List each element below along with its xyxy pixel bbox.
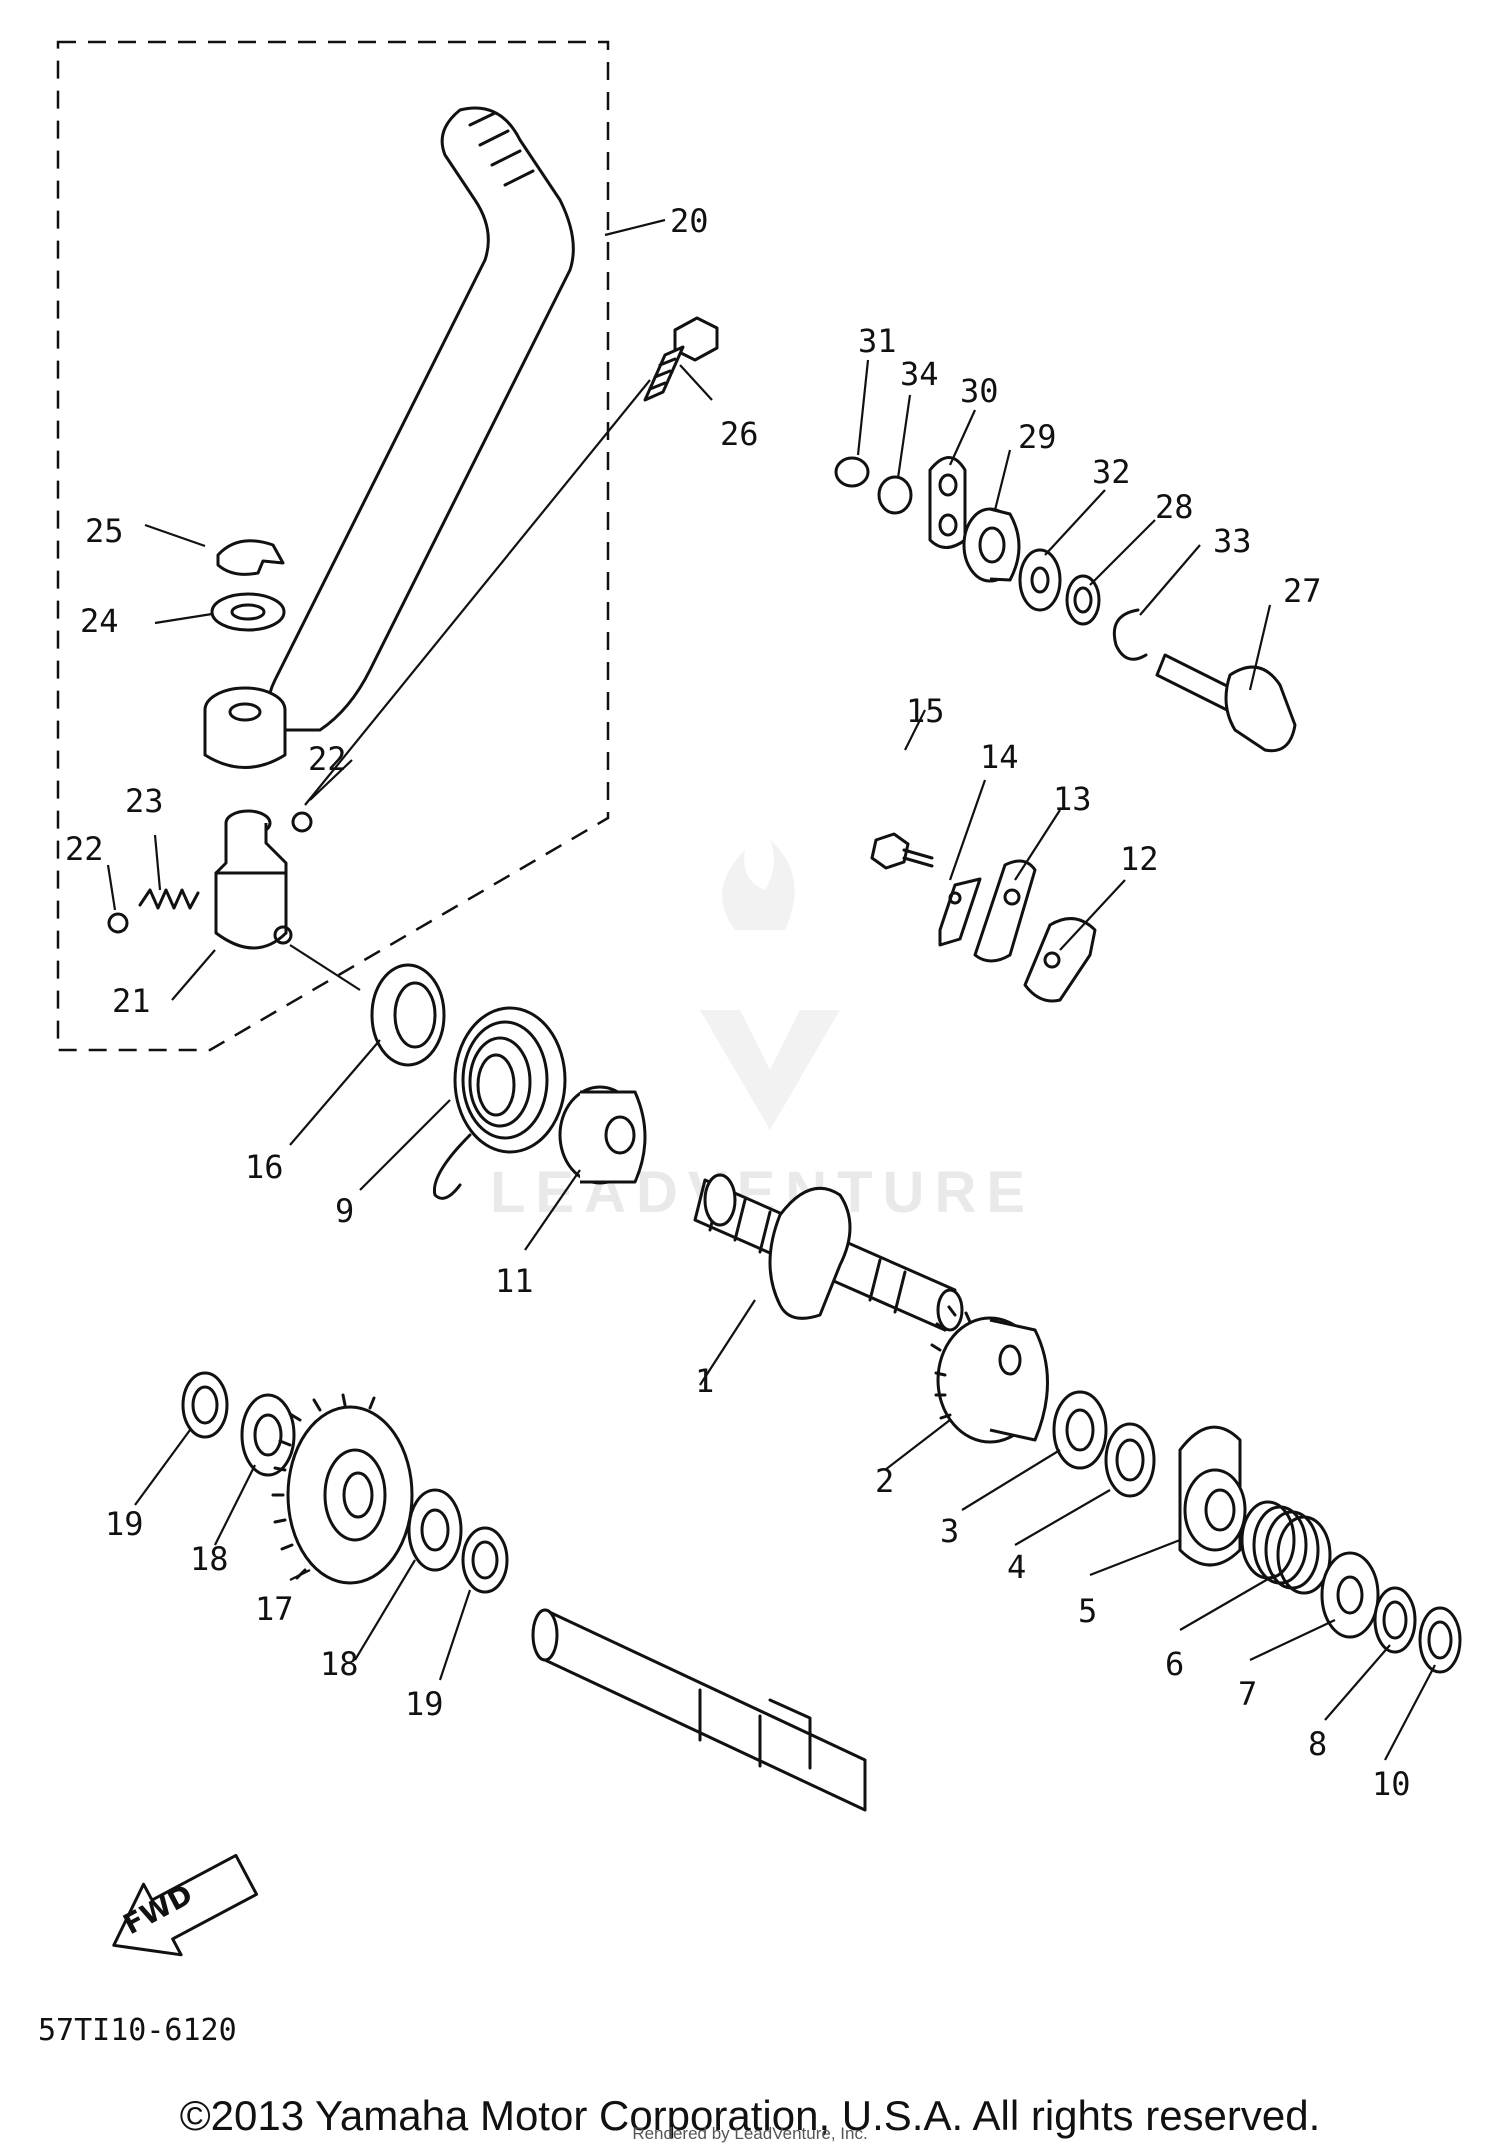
callout-32: 32: [1092, 453, 1131, 491]
callout-5: 5: [1078, 1592, 1097, 1630]
watermark-logo: [700, 840, 840, 1130]
washer-32: [1018, 548, 1062, 612]
torsion-spring-9: [432, 1006, 567, 1200]
callout-29: 29: [1018, 418, 1057, 456]
kick-gear-2: [930, 1305, 1049, 1444]
callout-10: 10: [1372, 1765, 1411, 1803]
ratchet-5: [1178, 1425, 1247, 1567]
fwd-arrow-icon: [112, 1853, 259, 1957]
callout-28: 28: [1155, 488, 1194, 526]
plate-12: [1023, 917, 1097, 1003]
clip-25: [216, 539, 285, 576]
collar-11: [558, 1085, 647, 1185]
clip-33: [1112, 608, 1148, 661]
bolt-26: [643, 316, 719, 402]
callout-6: 6: [1165, 1645, 1184, 1683]
bearing-29: [962, 507, 1021, 583]
circlip-19-right: [461, 1526, 509, 1594]
callout-14: 14: [980, 738, 1019, 776]
callout-8: 8: [1308, 1725, 1327, 1763]
callout-21: 21: [112, 982, 151, 1020]
kick-crank-lever: [203, 106, 575, 769]
callout-3: 3: [940, 1512, 959, 1550]
circlip-19-left: [181, 1371, 229, 1439]
kick-axle-1: [693, 1173, 964, 1332]
idle-shaft: [531, 1608, 867, 1812]
oil-seal-16: [370, 963, 446, 1067]
washer-34: [877, 475, 913, 515]
callout-33: 33: [1213, 522, 1252, 560]
washer-10: [1418, 1606, 1462, 1674]
plate-30: [928, 456, 967, 549]
ball-22-right: [291, 811, 313, 833]
callout-15: 15: [906, 692, 945, 730]
spring-6: [1240, 1500, 1332, 1595]
washer-18-left: [240, 1393, 296, 1477]
callout-34: 34: [900, 355, 939, 393]
callout-16: 16: [245, 1148, 284, 1186]
callout-7: 7: [1238, 1675, 1257, 1713]
washer-3: [1052, 1390, 1108, 1470]
callout-11: 11: [495, 1262, 534, 1300]
callout-19-left: 19: [105, 1505, 144, 1543]
callout-1: 1: [695, 1362, 714, 1400]
callout-20: 20: [670, 202, 709, 240]
spring-23: [138, 888, 200, 910]
leader-lines: [106, 218, 1436, 1761]
ball-22-left: [107, 912, 129, 934]
callout-26: 26: [720, 415, 759, 453]
rendered-by-note: Rendered by LeadVenture, Inc.: [632, 2124, 868, 2143]
nut-31: [834, 456, 870, 488]
callout-24: 24: [80, 602, 119, 640]
callout-27: 27: [1283, 572, 1322, 610]
guide-shaft-27: [1155, 653, 1297, 753]
idle-gear-17: [271, 1393, 414, 1585]
callout-18-right: 18: [320, 1645, 359, 1683]
callout-23: 23: [125, 782, 164, 820]
washer-24: [210, 592, 286, 632]
washer-18-right: [407, 1488, 463, 1572]
assembly-frame: [56, 40, 610, 1052]
circlip-4: [1104, 1422, 1156, 1498]
callout-25: 25: [85, 512, 124, 550]
plate-13: [973, 859, 1037, 963]
callout-2: 2: [875, 1462, 894, 1500]
callout-12: 12: [1120, 840, 1159, 878]
circlip-28: [1065, 574, 1101, 626]
bolt-15: [870, 832, 934, 870]
callout-19-right: 19: [405, 1685, 444, 1723]
callout-4: 4: [1007, 1548, 1026, 1586]
callout-22-left: 22: [65, 830, 104, 868]
callout-17: 17: [255, 1590, 294, 1628]
callout-31: 31: [858, 322, 897, 360]
callout-22-right: 22: [308, 740, 347, 778]
circlip-8: [1373, 1586, 1417, 1654]
kick-boss: [214, 809, 293, 950]
copyright-notice: ©2013 Yamaha Motor Corporation, U.S.A. A…: [179, 2092, 1321, 2139]
callout-9: 9: [335, 1192, 354, 1230]
callout-13: 13: [1053, 780, 1092, 818]
drawing-code: 57TI10-6120: [38, 2013, 237, 2048]
callout-18-left: 18: [190, 1540, 229, 1578]
washer-7: [1320, 1551, 1380, 1639]
callout-30: 30: [960, 372, 999, 410]
plate-14: [938, 877, 982, 947]
